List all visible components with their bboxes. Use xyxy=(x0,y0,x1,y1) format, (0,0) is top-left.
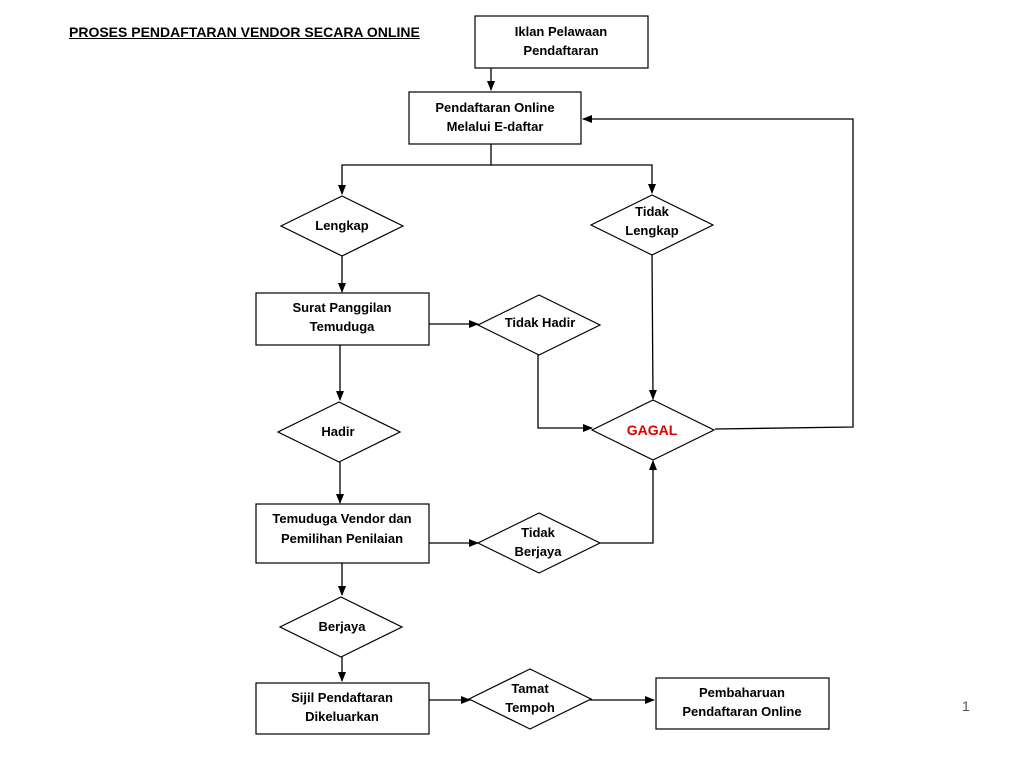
node-tamat-tempoh: Tamat Tempoh xyxy=(467,668,593,730)
node-hadir: Hadir xyxy=(276,401,402,463)
node-pembaharuan-line1: Pembaharuan xyxy=(699,685,785,700)
arrow-tidak-lengkap-to-gagal xyxy=(648,254,657,400)
connectors xyxy=(336,68,854,704)
node-iklan-line1: Iklan Pelawaan xyxy=(515,24,608,39)
node-tidak-berjaya-line2: Berjaya xyxy=(515,544,563,559)
node-sijil-line1: Sijil Pendaftaran xyxy=(291,690,393,705)
page-title: PROSES PENDAFTARAN VENDOR SECARA ONLINE xyxy=(69,24,420,40)
node-online-line2: Melalui E-daftar xyxy=(447,119,544,134)
node-surat-line1: Surat Panggilan xyxy=(293,300,392,315)
node-tidak-hadir-label: Tidak Hadir xyxy=(505,315,576,330)
node-berjaya-label: Berjaya xyxy=(319,619,367,634)
node-tamat-line2: Tempoh xyxy=(505,700,555,715)
node-tidak-lengkap-line1: Tidak xyxy=(635,204,669,219)
node-sijil-pendaftaran: Sijil Pendaftaran Dikeluarkan xyxy=(255,682,430,735)
node-hadir-label: Hadir xyxy=(321,424,354,439)
node-tamat-line1: Tamat xyxy=(511,681,549,696)
node-iklan-pelawaan: Iklan Pelawaan Pendaftaran xyxy=(474,15,649,69)
node-pembaharuan-line2: Pendaftaran Online xyxy=(682,704,801,719)
arrow-tidak-berjaya-to-gagal xyxy=(600,460,657,544)
node-sijil-line2: Dikeluarkan xyxy=(305,709,379,724)
node-tidak-berjaya-line1: Tidak xyxy=(521,525,555,540)
node-tidak-hadir: Tidak Hadir xyxy=(476,294,602,356)
node-tidak-lengkap-line2: Lengkap xyxy=(625,223,679,238)
node-gagal: GAGAL xyxy=(590,399,716,461)
node-online-line1: Pendaftaran Online xyxy=(435,100,554,115)
node-lengkap-label: Lengkap xyxy=(315,218,369,233)
node-iklan-line2: Pendaftaran xyxy=(523,43,598,58)
node-pendaftaran-online: Pendaftaran Online Melalui E-daftar xyxy=(408,91,582,145)
arrow-online-to-tidak-lengkap xyxy=(491,164,656,194)
page-number: 1 xyxy=(962,698,970,714)
node-temuduga-line2: Pemilihan Penilaian xyxy=(281,531,403,546)
node-surat-panggilan: Surat Panggilan Temuduga xyxy=(255,292,430,346)
node-temuduga-vendor: Temuduga Vendor dan Pemilihan Penilaian xyxy=(255,503,430,564)
node-temuduga-line1: Temuduga Vendor dan xyxy=(272,511,411,526)
node-pembaharuan: Pembaharuan Pendaftaran Online xyxy=(655,677,830,730)
node-lengkap: Lengkap xyxy=(279,195,405,257)
node-gagal-label: GAGAL xyxy=(627,422,678,438)
arrow-online-to-lengkap xyxy=(338,144,492,195)
node-tidak-berjaya: Tidak Berjaya xyxy=(476,512,602,574)
node-berjaya: Berjaya xyxy=(278,596,404,658)
node-surat-line2: Temuduga xyxy=(310,319,376,334)
node-tidak-lengkap: Tidak Lengkap xyxy=(589,194,715,256)
arrow-tidak-hadir-to-gagal xyxy=(537,355,593,432)
arrow-gagal-to-online xyxy=(582,115,854,430)
